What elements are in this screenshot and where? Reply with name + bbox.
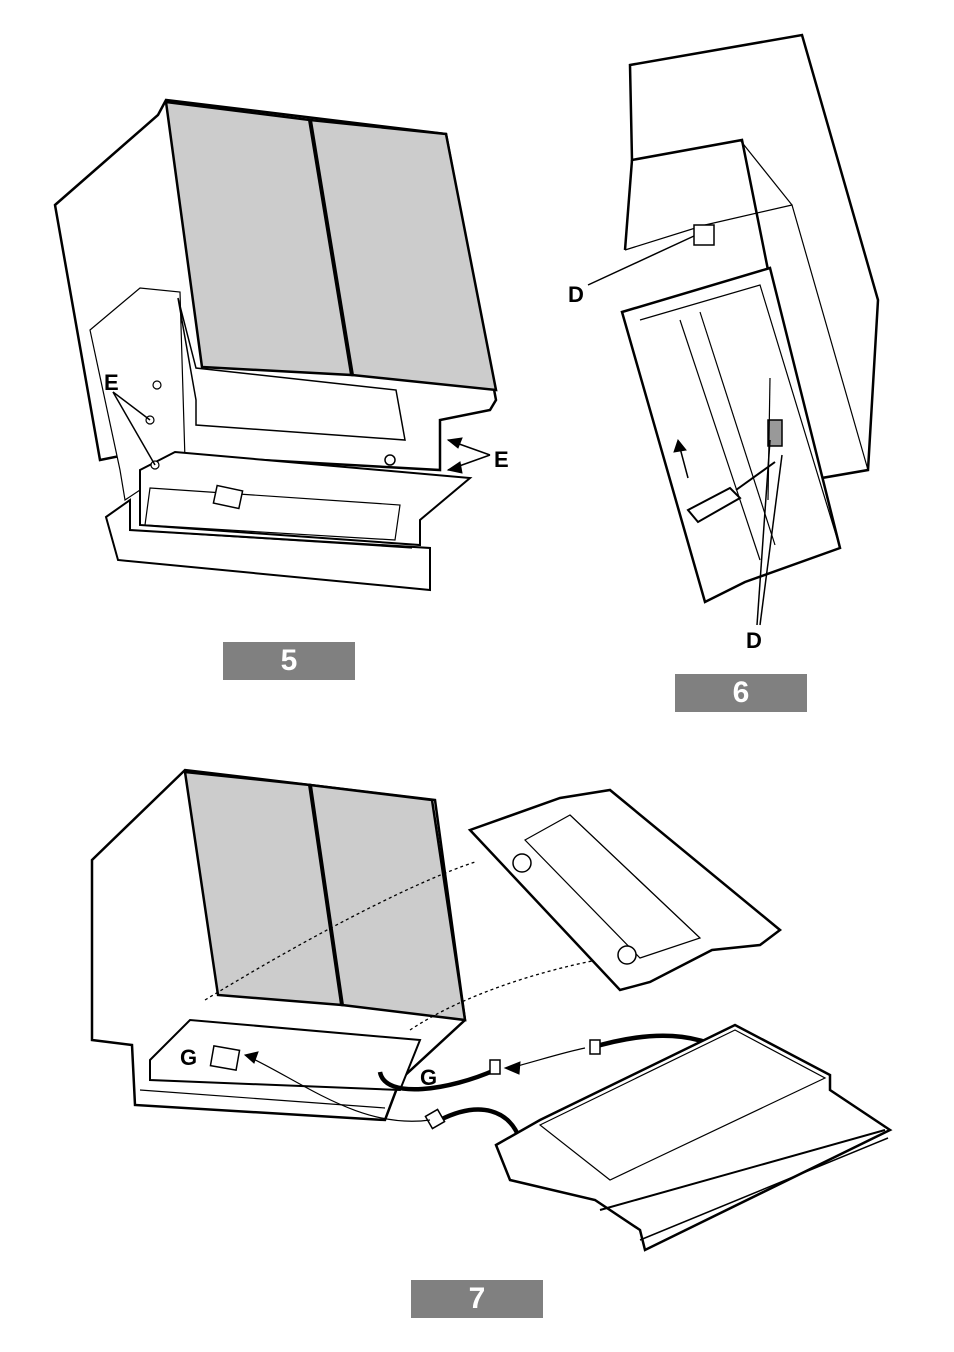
fig6-label-d-bottom: D [746,628,762,653]
fig6-label-d-top: D [568,282,584,307]
figure-5-illustration [55,100,496,590]
figure-7-number: 7 [411,1280,543,1318]
fig5-label-e-right: E [494,447,509,472]
figure-5-number: 5 [223,642,355,680]
fig7-label-g-right: G [420,1065,437,1090]
figure-6-illustration [588,35,878,625]
figure-6-number: 6 [675,674,807,712]
fig7-label-g-left: G [180,1045,197,1070]
figure-7-illustration [92,770,890,1250]
fig5-label-e-left: E [104,370,119,395]
